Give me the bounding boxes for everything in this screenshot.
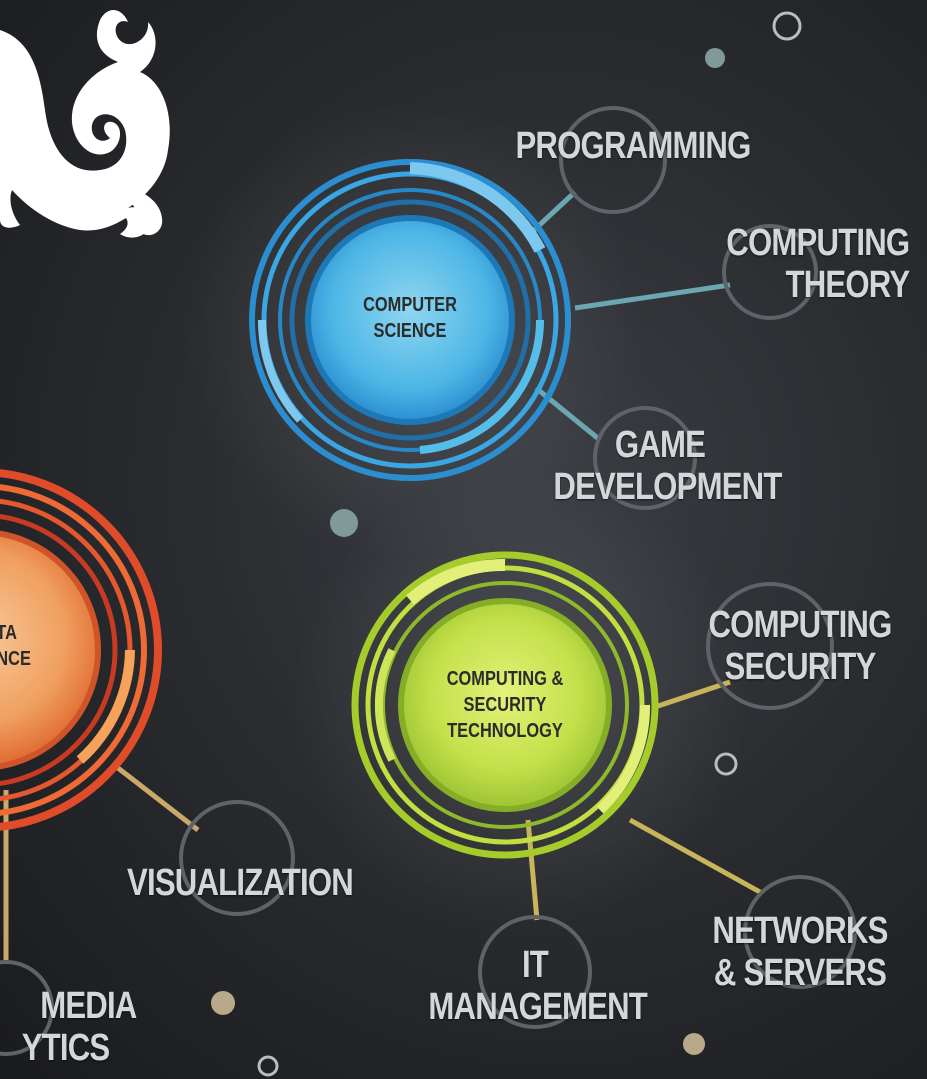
topic-line: SECURITY [724,646,876,688]
decor-ring [257,1055,279,1077]
hub-label-line: SCIENCE [373,320,447,342]
hub-label-line: TA [0,622,17,644]
hub-label-data-science: TA NCE [0,620,54,672]
topic-line: THEORY [785,264,911,306]
decor-dot [211,991,235,1015]
decor-dot [683,1033,705,1055]
topic-line: COMPUTING [726,222,910,264]
decor-ring [714,752,738,776]
topic-rings-cst [478,582,857,1029]
topic-line: & SERVERS [713,952,887,994]
topic-networks-servers: NETWORKS & SERVERS [706,910,895,994]
topic-computing-theory: COMPUTING THEORY [721,222,910,306]
hub-label-line: TECHNOLOGY [447,720,563,742]
decor-ring [772,11,802,41]
topic-line: COMPUTING [708,604,892,646]
hub-computer-science [249,159,571,481]
connectors-cst [525,679,762,921]
topic-rings-data-science [0,800,295,1056]
topic-visualization: VISUALIZATION [127,862,354,904]
dragon-icon [0,10,170,238]
decor-dot [330,509,358,537]
topic-computing-security: COMPUTING SECURITY [706,604,895,688]
hub-label-line: COMPUTER [363,294,457,316]
topic-media-analytics: MEDIA YTICS [14,985,138,1069]
topic-line: DEVELOPMENT [553,466,782,508]
hub-data-science [0,469,162,831]
connectors-data-science [3,766,200,960]
topic-programming: PROGRAMMING [515,125,751,167]
topic-rings-computer-science [559,106,818,510]
topic-line: NETWORKS [712,910,888,952]
topic-line: IT [521,944,549,986]
decor-dot [705,48,725,68]
topic-game-development: GAME DEVELOPMENT [553,424,782,508]
topic-line: GAME [614,424,706,466]
hub-label-computing-security-technology: COMPUTING & SECURITY TECHNOLOGY [434,666,577,744]
topic-it-management: IT MANAGEMENT [428,944,647,1028]
hub-label-line: COMPUTING & [446,668,564,690]
hub-label-computer-science: COMPUTER SCIENCE [350,292,470,344]
topic-line: MANAGEMENT [428,986,647,1028]
hub-label-line: NCE [0,648,31,670]
hub-computing-security-technology [351,551,659,859]
hub-label-line: SECURITY [463,694,547,716]
topic-line: MEDIA [40,985,137,1027]
topic-line: YTICS [21,1027,110,1069]
